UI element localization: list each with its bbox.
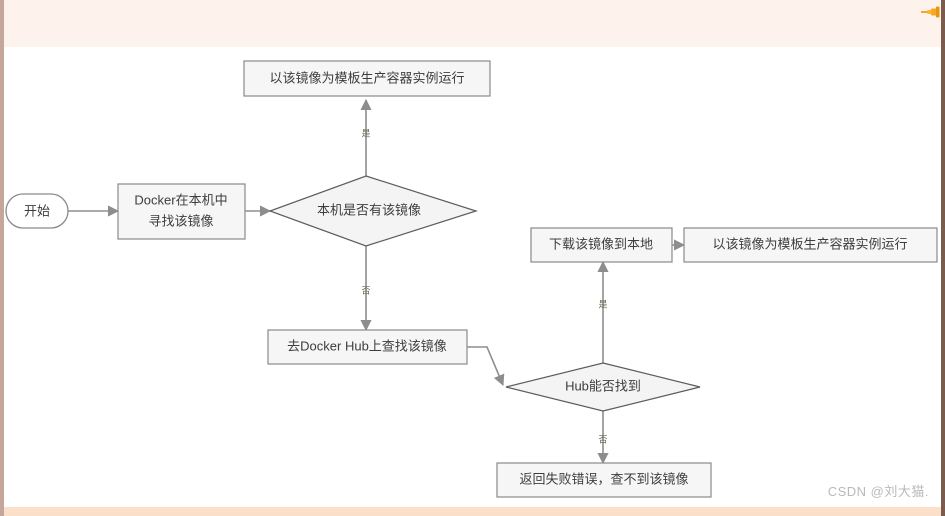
edge-label-no-local: 否 — [361, 285, 370, 295]
edge-label-no-hub: 否 — [598, 434, 607, 444]
csdn-watermark: CSDN @刘大猫. — [827, 484, 929, 499]
diagram-canvas — [4, 47, 941, 507]
node-download-label: 下载该镜像到本地 — [549, 236, 653, 251]
node-search-hub[interactable]: 去Docker Hub上查找该镜像 — [267, 329, 468, 365]
bottom-band — [4, 507, 941, 516]
node-fail[interactable]: 返回失败错误，查不到该镜像 — [496, 462, 712, 498]
right-edge-border — [941, 0, 945, 516]
node-download[interactable]: 下载该镜像到本地 — [530, 227, 673, 263]
edge-hub-found-to-fail: 否 — [597, 411, 609, 465]
edge-label-yes-hub: 是 — [598, 299, 607, 309]
node-search-local-label-line1: Docker在本机中 — [134, 192, 227, 207]
edge-has-image-to-search-hub: 否 — [360, 246, 372, 332]
node-hub-found[interactable]: Hub能否找到 — [505, 362, 701, 412]
node-run-pulled[interactable]: 以该镜像为模板生产容器实例运行 — [683, 227, 938, 263]
node-search-local-label-line2: 寻找该镜像 — [148, 213, 213, 228]
node-start[interactable]: 开始 — [5, 193, 69, 229]
node-start-label: 开始 — [24, 203, 50, 218]
left-edge-border — [0, 0, 4, 516]
edge-hub-found-to-download: 是 — [597, 260, 609, 363]
node-run-local-label: 以该镜像为模板生产容器实例运行 — [269, 70, 464, 85]
node-search-local[interactable]: Docker在本机中 寻找该镜像 — [117, 183, 246, 240]
node-fail-label: 返回失败错误，查不到该镜像 — [519, 471, 688, 486]
node-search-hub-label: 去Docker Hub上查找该镜像 — [287, 338, 447, 353]
node-has-image-label: 本机是否有该镜像 — [317, 202, 421, 217]
node-hub-found-label: Hub能否找到 — [565, 378, 641, 393]
edge-search-hub-to-hub-found — [467, 346, 505, 387]
node-run-local[interactable]: 以该镜像为模板生产容器实例运行 — [243, 60, 491, 97]
edge-has-image-to-run-local: 是 — [360, 98, 372, 176]
node-has-image[interactable]: 本机是否有该镜像 — [268, 175, 478, 247]
top-band — [4, 0, 941, 47]
edge-label-yes-local: 是 — [361, 128, 370, 138]
pushpin-icon[interactable] — [919, 5, 941, 19]
node-run-pulled-label: 以该镜像为模板生产容器实例运行 — [712, 236, 907, 251]
